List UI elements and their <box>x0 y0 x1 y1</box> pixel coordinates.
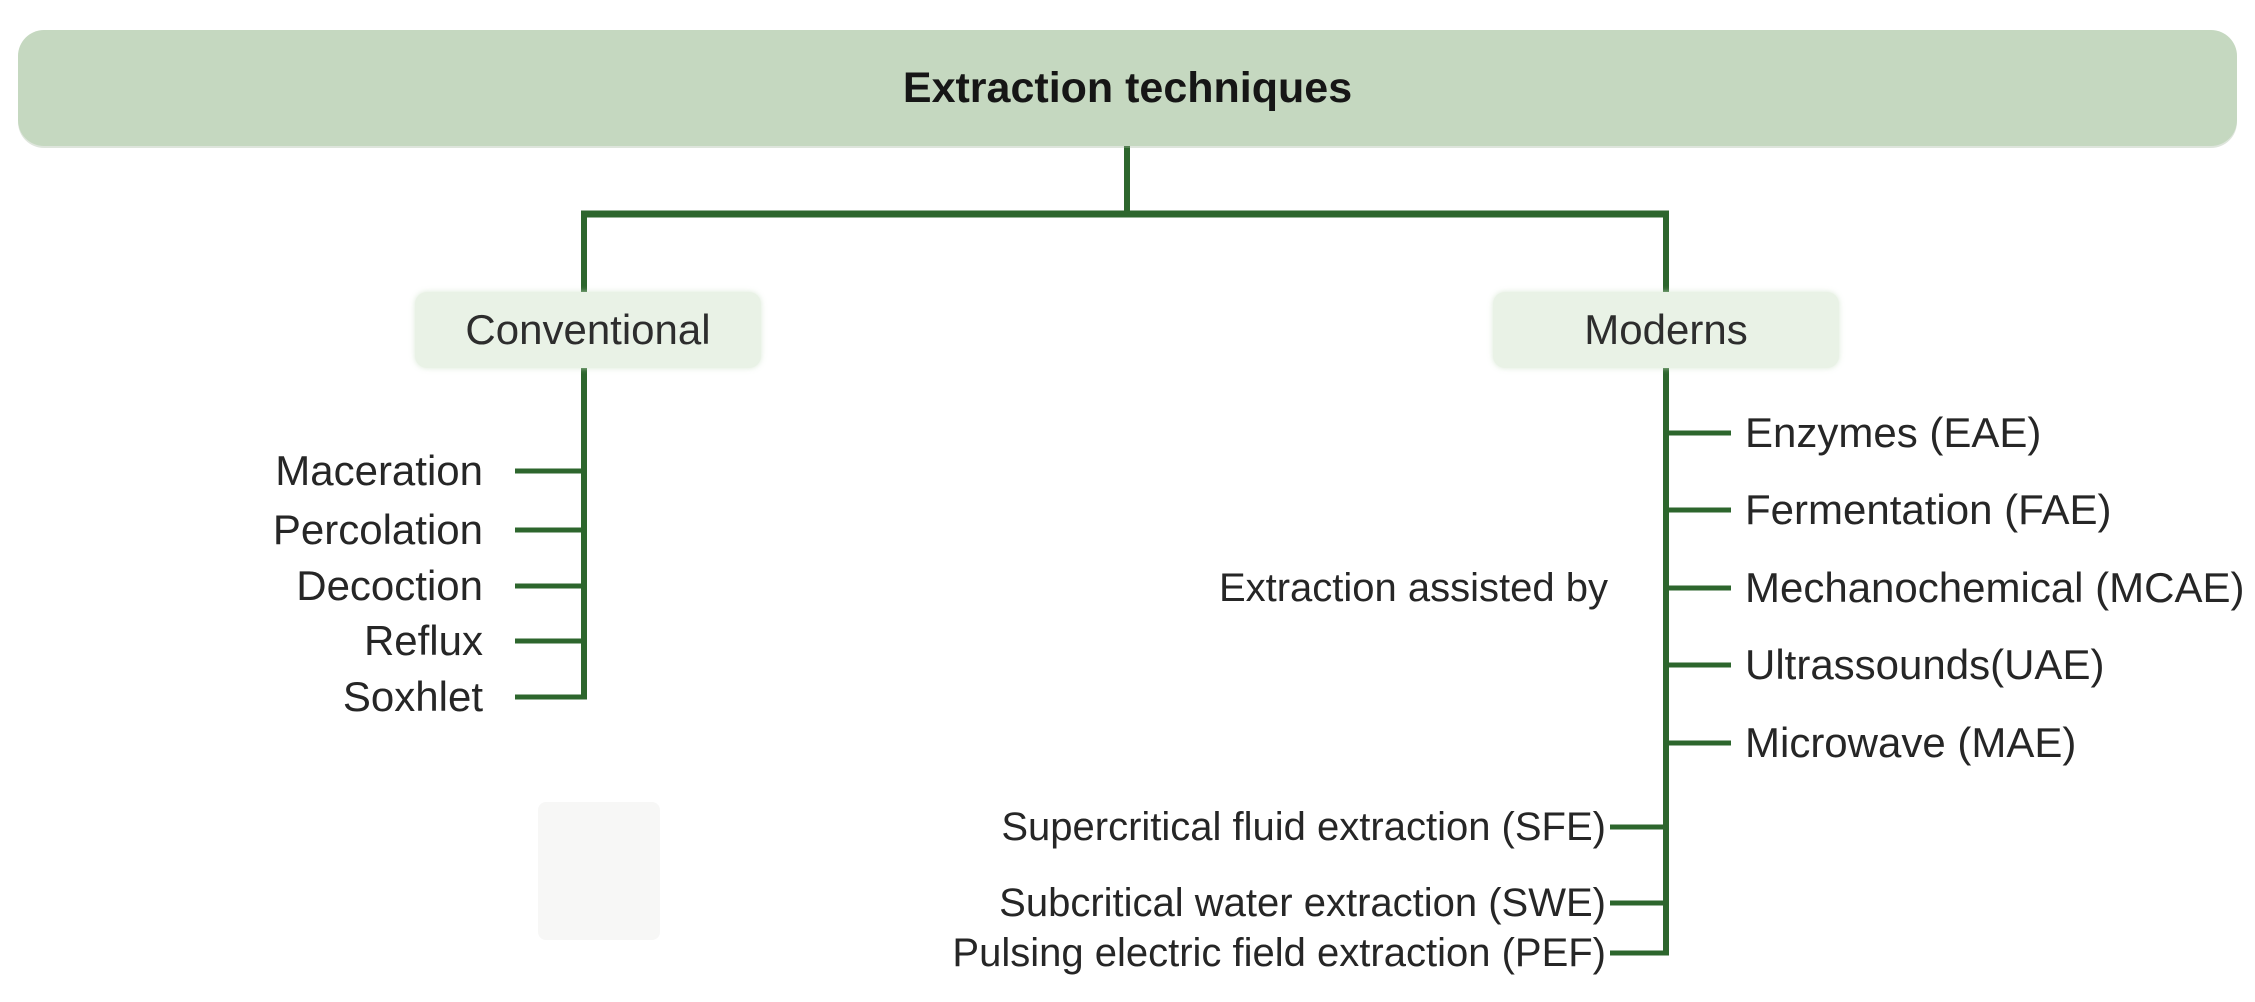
leaf-reflux: Reflux <box>363 617 483 664</box>
leaf-ultrassounds: Ultrassounds(UAE) <box>1745 641 2105 688</box>
root-node: Extraction techniques <box>18 30 2237 146</box>
page-title: Extraction techniques <box>902 64 1353 112</box>
assisted-by-caption: Extraction assisted by <box>1218 566 1608 610</box>
leaf-mechanochemical: Mechanochemical (MCAE) <box>1745 564 2245 611</box>
leaf-enzymes: Enzymes (EAE) <box>1745 409 2042 456</box>
branch-node-moderns: Moderns <box>1493 292 1839 368</box>
leaf-soxhlet: Soxhlet <box>342 673 483 720</box>
branch-label-moderns: Moderns <box>1584 306 1748 353</box>
leaf-percolation: Percolation <box>272 506 483 553</box>
branch-node-conventional: Conventional <box>415 292 761 368</box>
leaf-sfe: Supercritical fluid extraction (SFE) <box>1001 805 1606 849</box>
leaf-maceration: Maceration <box>275 447 483 494</box>
leaf-swe: Subcritical water extraction (SWE) <box>999 881 1606 925</box>
leaf-microwave: Microwave (MAE) <box>1745 719 2077 766</box>
branch-label-conventional: Conventional <box>465 306 711 353</box>
leaf-fermentation: Fermentation (FAE) <box>1745 486 2112 533</box>
leaf-pef: Pulsing electric field extraction (PEF) <box>952 931 1606 975</box>
leaf-decoction: Decoction <box>296 562 483 609</box>
ghost-rectangle-artifact <box>538 802 660 940</box>
